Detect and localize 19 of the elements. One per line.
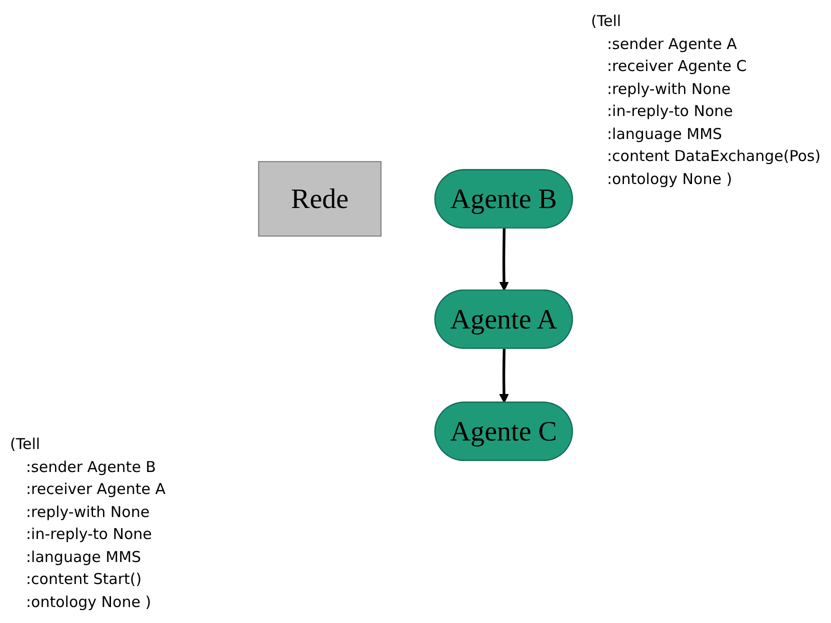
message-text: :content DataExchange(Pos): [606, 146, 821, 167]
message-text: :ontology None ): [606, 168, 734, 190]
message-text: (Tell: [10, 434, 42, 455]
message-text: :reply-with None: [606, 78, 732, 100]
message-text: :language MMS: [25, 546, 142, 568]
message-text: :ontology None ): [25, 592, 152, 612]
message-text: :language MMS: [606, 124, 724, 144]
message-text: :in-reply-to None: [25, 524, 153, 545]
message-text: :receiver Agente A: [25, 479, 166, 500]
node-box: Rede: [258, 162, 382, 238]
message-text: :receiver Agente C: [606, 56, 748, 77]
message-text: :in-reply-to None: [606, 101, 734, 122]
message-text: :sender Agente B: [25, 456, 157, 478]
message-text: :reply-with None: [25, 502, 151, 522]
message-text: :sender Agente A: [606, 34, 738, 54]
message-text: :content Start(): [25, 569, 143, 590]
arrow: [499, 349, 509, 404]
message-text: (Tell: [591, 11, 622, 32]
arrow: [499, 228, 509, 292]
